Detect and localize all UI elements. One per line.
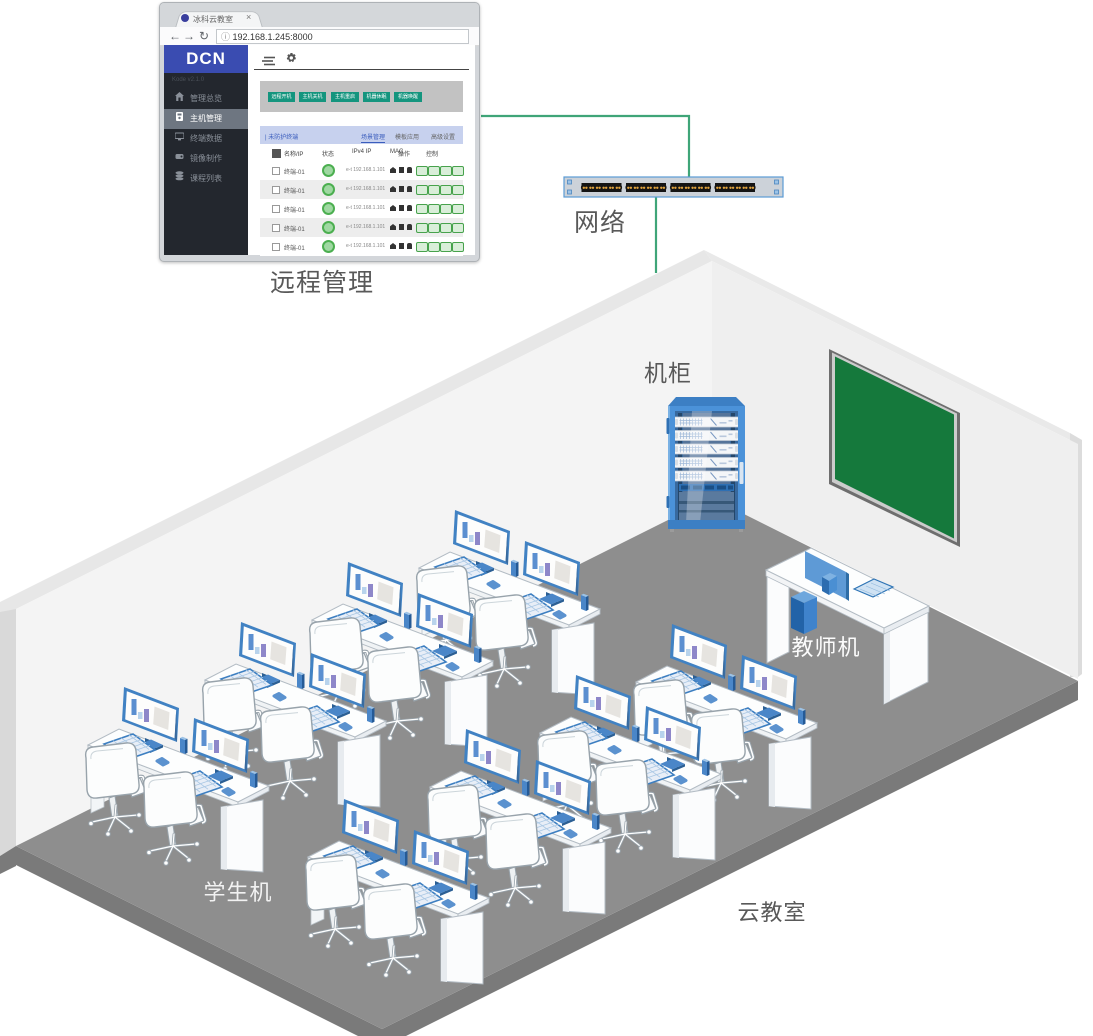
svg-text:机柜: 机柜	[644, 360, 692, 386]
svg-text:教师机: 教师机	[791, 635, 860, 660]
svg-text:网络: 网络	[574, 209, 626, 237]
svg-text:学生机: 学生机	[203, 880, 272, 905]
svg-text:云教室: 云教室	[737, 900, 806, 925]
svg-text:远程管理: 远程管理	[270, 269, 374, 297]
